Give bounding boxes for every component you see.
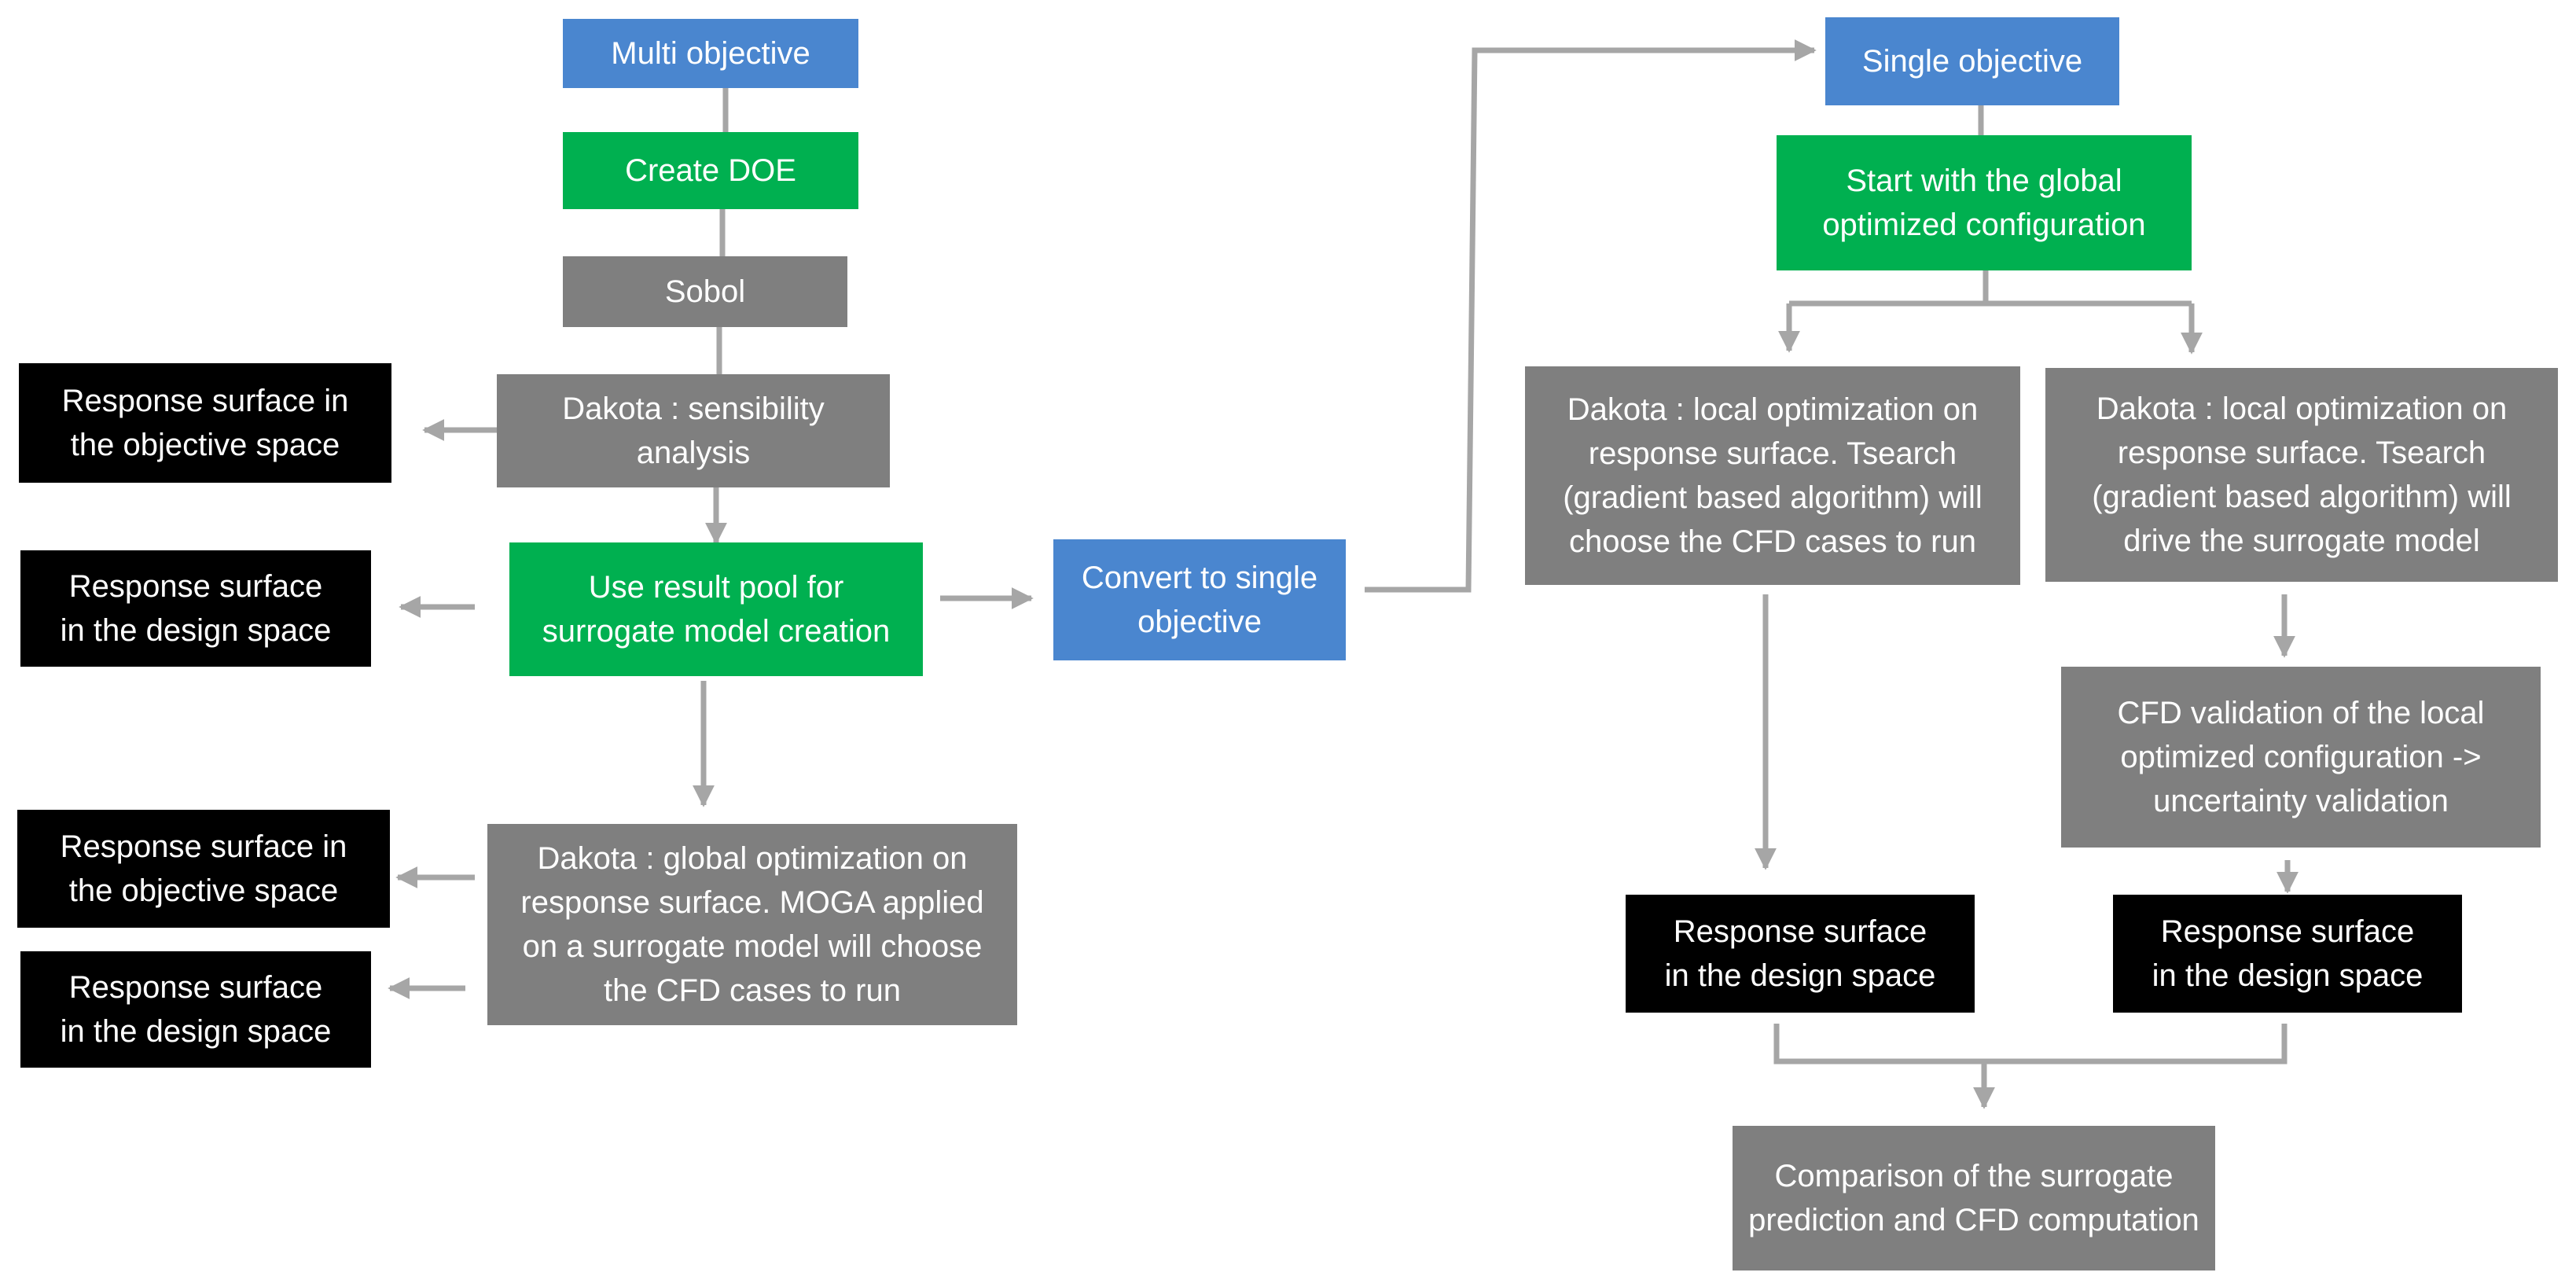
start-global-box: Start with the global optimized configur… [1777, 135, 2192, 270]
local-optimization-cfd-label: Dakota : local optimization on response … [1563, 392, 1983, 559]
comparison-label: Comparison of the surrogate prediction a… [1748, 1159, 2199, 1237]
sobol-box: Sobol [563, 256, 847, 327]
cfd-validation-box: CFD validation of the local optimized co… [2061, 667, 2541, 848]
response-surface-design-space-1: Response surface in the design space [20, 550, 371, 667]
response-surface-design-space-2: Response surface in the design space [20, 951, 371, 1068]
response-surface-design-space-4: Response surface in the design space [2113, 895, 2462, 1013]
response-surface-design-space-3-label: Response surface in the design space [1664, 914, 1936, 993]
connector-merge [1773, 1024, 2288, 1065]
response-surface-design-space-2-label: Response surface in the design space [60, 970, 332, 1049]
single-objective-label: Single objective [1861, 44, 2083, 79]
create-doe-box: Create DOE [563, 132, 858, 209]
local-optimization-surrogate-box: Dakota : local optimization on response … [2045, 368, 2558, 582]
convert-single-objective-label: Convert to single objective [1081, 561, 1318, 639]
comparison-box: Comparison of the surrogate prediction a… [1733, 1126, 2215, 1270]
cfd-validation-label: CFD validation of the local optimized co… [2117, 696, 2485, 818]
response-surface-design-space-1-label: Response surface in the design space [60, 569, 332, 648]
result-pool-label: Use result pool for surrogate model crea… [542, 570, 891, 649]
local-optimization-cfd-box: Dakota : local optimization on response … [1525, 366, 2020, 585]
sensibility-analysis-box: Dakota : sensibility analysis [497, 374, 890, 487]
response-surface-design-space-3: Response surface in the design space [1626, 895, 1975, 1013]
result-pool-box: Use result pool for surrogate model crea… [509, 542, 923, 676]
multi-objective-label: Multi objective [611, 36, 810, 71]
create-doe-label: Create DOE [625, 153, 796, 188]
response-surface-objective-space-1-label: Response surface in the objective space [61, 384, 349, 462]
convert-single-objective-box: Convert to single objective [1053, 539, 1346, 660]
sensibility-analysis-label: Dakota : sensibility analysis [562, 392, 825, 470]
global-optimization-label: Dakota : global optimization on response… [520, 841, 984, 1008]
global-optimization-box: Dakota : global optimization on response… [487, 824, 1017, 1025]
arrow-convert-to-single [1365, 39, 1817, 593]
response-surface-objective-space-2-label: Response surface in the objective space [60, 829, 347, 908]
response-surface-design-space-4-label: Response surface in the design space [2152, 914, 2423, 993]
start-global-label: Start with the global optimized configur… [1822, 164, 2146, 242]
sobol-label: Sobol [664, 274, 746, 309]
local-optimization-surrogate-label: Dakota : local optimization on response … [2092, 392, 2512, 558]
response-surface-objective-space-2: Response surface in the objective space [17, 810, 390, 928]
multi-objective-box: Multi objective [563, 19, 858, 88]
single-objective-box: Single objective [1825, 17, 2119, 105]
response-surface-objective-space-1: Response surface in the objective space [19, 363, 391, 483]
